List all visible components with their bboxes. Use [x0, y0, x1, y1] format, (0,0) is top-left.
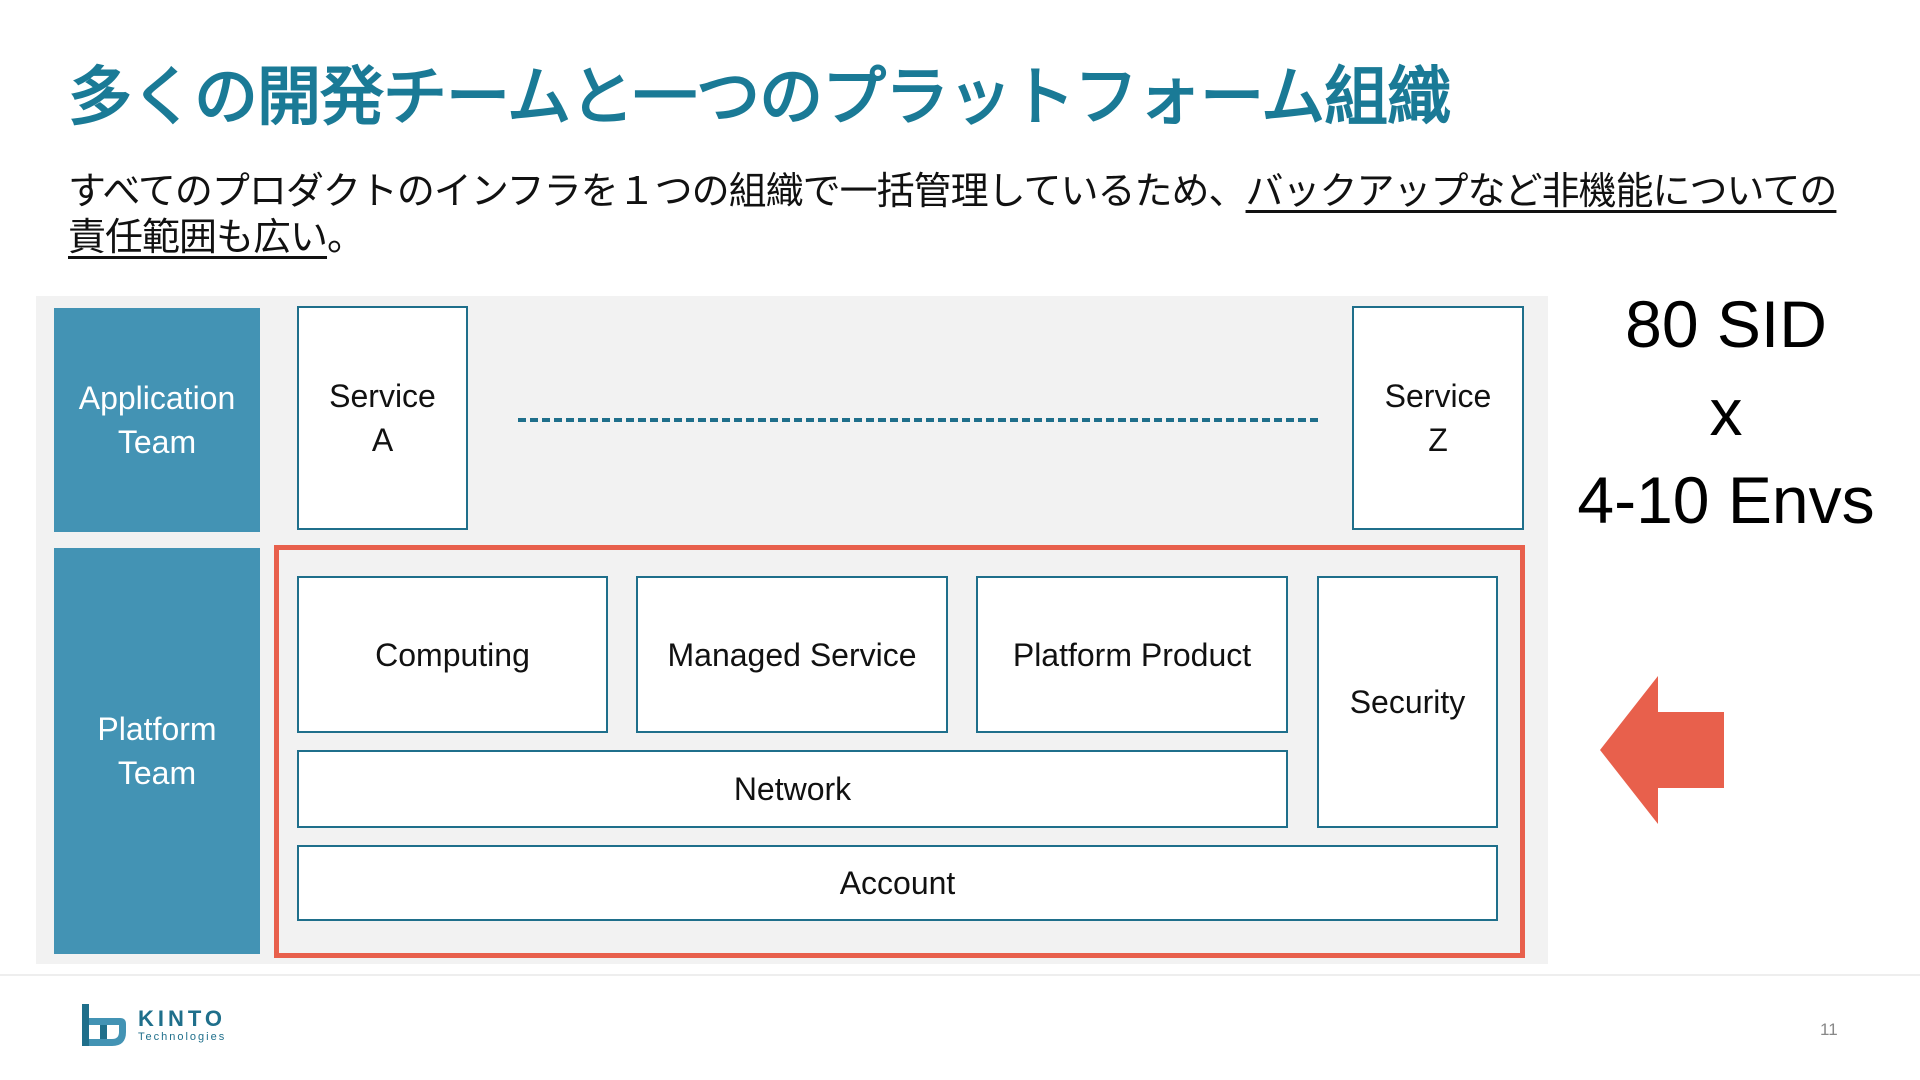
scale-line1: 80 SID [1625, 287, 1827, 361]
service-a-line2: A [371, 422, 394, 458]
platform-product-label: Platform Product [1012, 636, 1252, 673]
platform-team-line2: Team [117, 755, 197, 791]
service-z-line2: Z [1428, 422, 1448, 458]
managed-service-box: Managed Service [636, 576, 948, 733]
page-number: 11 [1820, 1020, 1838, 1039]
services-ellipsis-dashed-line [518, 418, 1318, 422]
company-logo: KINTO Technologies [80, 1000, 226, 1050]
scale-line3: 4-10 Envs [1577, 463, 1875, 537]
subtitle-plain: すべてのプロダクトのインフラを１つの組織で一括管理しているため、 [68, 169, 1247, 213]
account-box: Account [297, 845, 1498, 921]
service-z-box: Service Z [1352, 306, 1524, 530]
kinto-logo-icon [82, 1004, 126, 1046]
application-team-line1: Application [78, 380, 236, 416]
service-z-line1: Service [1384, 378, 1492, 414]
security-label: Security [1349, 684, 1466, 720]
application-team-line2: Team [117, 424, 197, 460]
subtitle-underlined: バックアップなど非機能についての責任範囲も広い [68, 169, 1837, 259]
application-team-label: Application Team [54, 308, 260, 532]
service-a-line1: Service [329, 378, 436, 414]
managed-service-label: Managed Service [667, 636, 917, 673]
security-box: Security [1317, 576, 1498, 828]
platform-team-line1: Platform [97, 711, 217, 747]
scale-line2: x [1709, 375, 1743, 449]
slide-title: 多くの開発チームと一つのプラットフォーム組織 [68, 61, 1451, 135]
scale-annotation: 80 SID x 4-10 Envs [1556, 280, 1896, 544]
computing-box: Computing [297, 576, 608, 733]
platform-product-box: Platform Product [976, 576, 1288, 733]
slide-subtitle: すべてのプロダクトのインフラを１つの組織で一括管理しているため、バックアップなど… [68, 168, 1868, 260]
left-arrow-icon [1600, 676, 1724, 824]
service-a-box: Service A [297, 306, 468, 530]
logo-subtitle: Technologies [138, 1031, 227, 1043]
computing-label: Computing [375, 636, 530, 673]
network-box: Network [297, 750, 1288, 828]
subtitle-end: 。 [327, 215, 365, 259]
platform-highlight-frame [274, 545, 1525, 958]
platform-team-label: Platform Team [54, 548, 260, 954]
footer-divider [0, 974, 1920, 976]
network-label: Network [733, 771, 852, 807]
logo-name: KINTO [138, 1006, 227, 1031]
account-label: Account [839, 865, 956, 901]
